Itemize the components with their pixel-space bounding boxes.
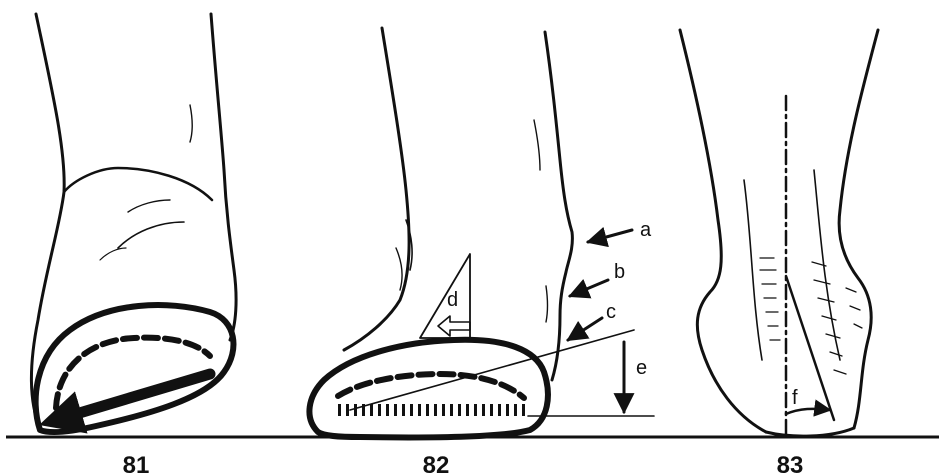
label-e: e bbox=[636, 357, 647, 379]
label-c: c bbox=[606, 301, 616, 323]
fig83-leg-right bbox=[839, 30, 878, 428]
label-b: b bbox=[614, 261, 625, 283]
figure-82-number: 82 bbox=[423, 452, 450, 476]
figure-83-foot bbox=[680, 30, 878, 438]
fig81-leg-left bbox=[32, 14, 65, 428]
figure-82-foot bbox=[309, 28, 654, 437]
label-d: d bbox=[447, 289, 458, 311]
fig83-f-arrow bbox=[786, 409, 830, 414]
label-a: a bbox=[640, 219, 652, 241]
fig81-leg-right bbox=[211, 14, 236, 340]
fig83-heel-bottom bbox=[766, 428, 854, 436]
fig83-leg-left bbox=[680, 30, 766, 432]
figure-81-number: 81 bbox=[123, 452, 150, 476]
fig83-achilles-right bbox=[814, 170, 840, 360]
fig81-ankle-line bbox=[64, 168, 212, 200]
fig81-skin-line-2 bbox=[128, 200, 170, 212]
fig82-skin-line-4 bbox=[546, 286, 548, 322]
fig82-skin-line-2 bbox=[396, 248, 402, 290]
fig82-angle-triangle bbox=[420, 254, 470, 338]
label-f: f bbox=[792, 387, 798, 409]
fig82-skin-line-3 bbox=[534, 120, 540, 170]
fig82-open-arrow bbox=[438, 316, 470, 336]
fig82-c-pointer bbox=[568, 318, 602, 340]
fig82-dashed-arc bbox=[338, 374, 524, 398]
fig82-b-pointer bbox=[570, 280, 608, 296]
fig82-a-pointer bbox=[588, 230, 632, 242]
fig81-skin-line-4 bbox=[100, 248, 126, 260]
fig81-skin-line-1 bbox=[118, 222, 184, 248]
figure-83-number: 83 bbox=[777, 452, 804, 476]
fig83-achilles-left bbox=[744, 180, 762, 360]
fig82-leg-left bbox=[344, 28, 409, 350]
fig83-shading bbox=[760, 258, 862, 374]
fig81-skin-line-3 bbox=[190, 105, 192, 142]
figure-81-foot bbox=[32, 14, 237, 432]
fig82-leg-right bbox=[545, 32, 572, 380]
